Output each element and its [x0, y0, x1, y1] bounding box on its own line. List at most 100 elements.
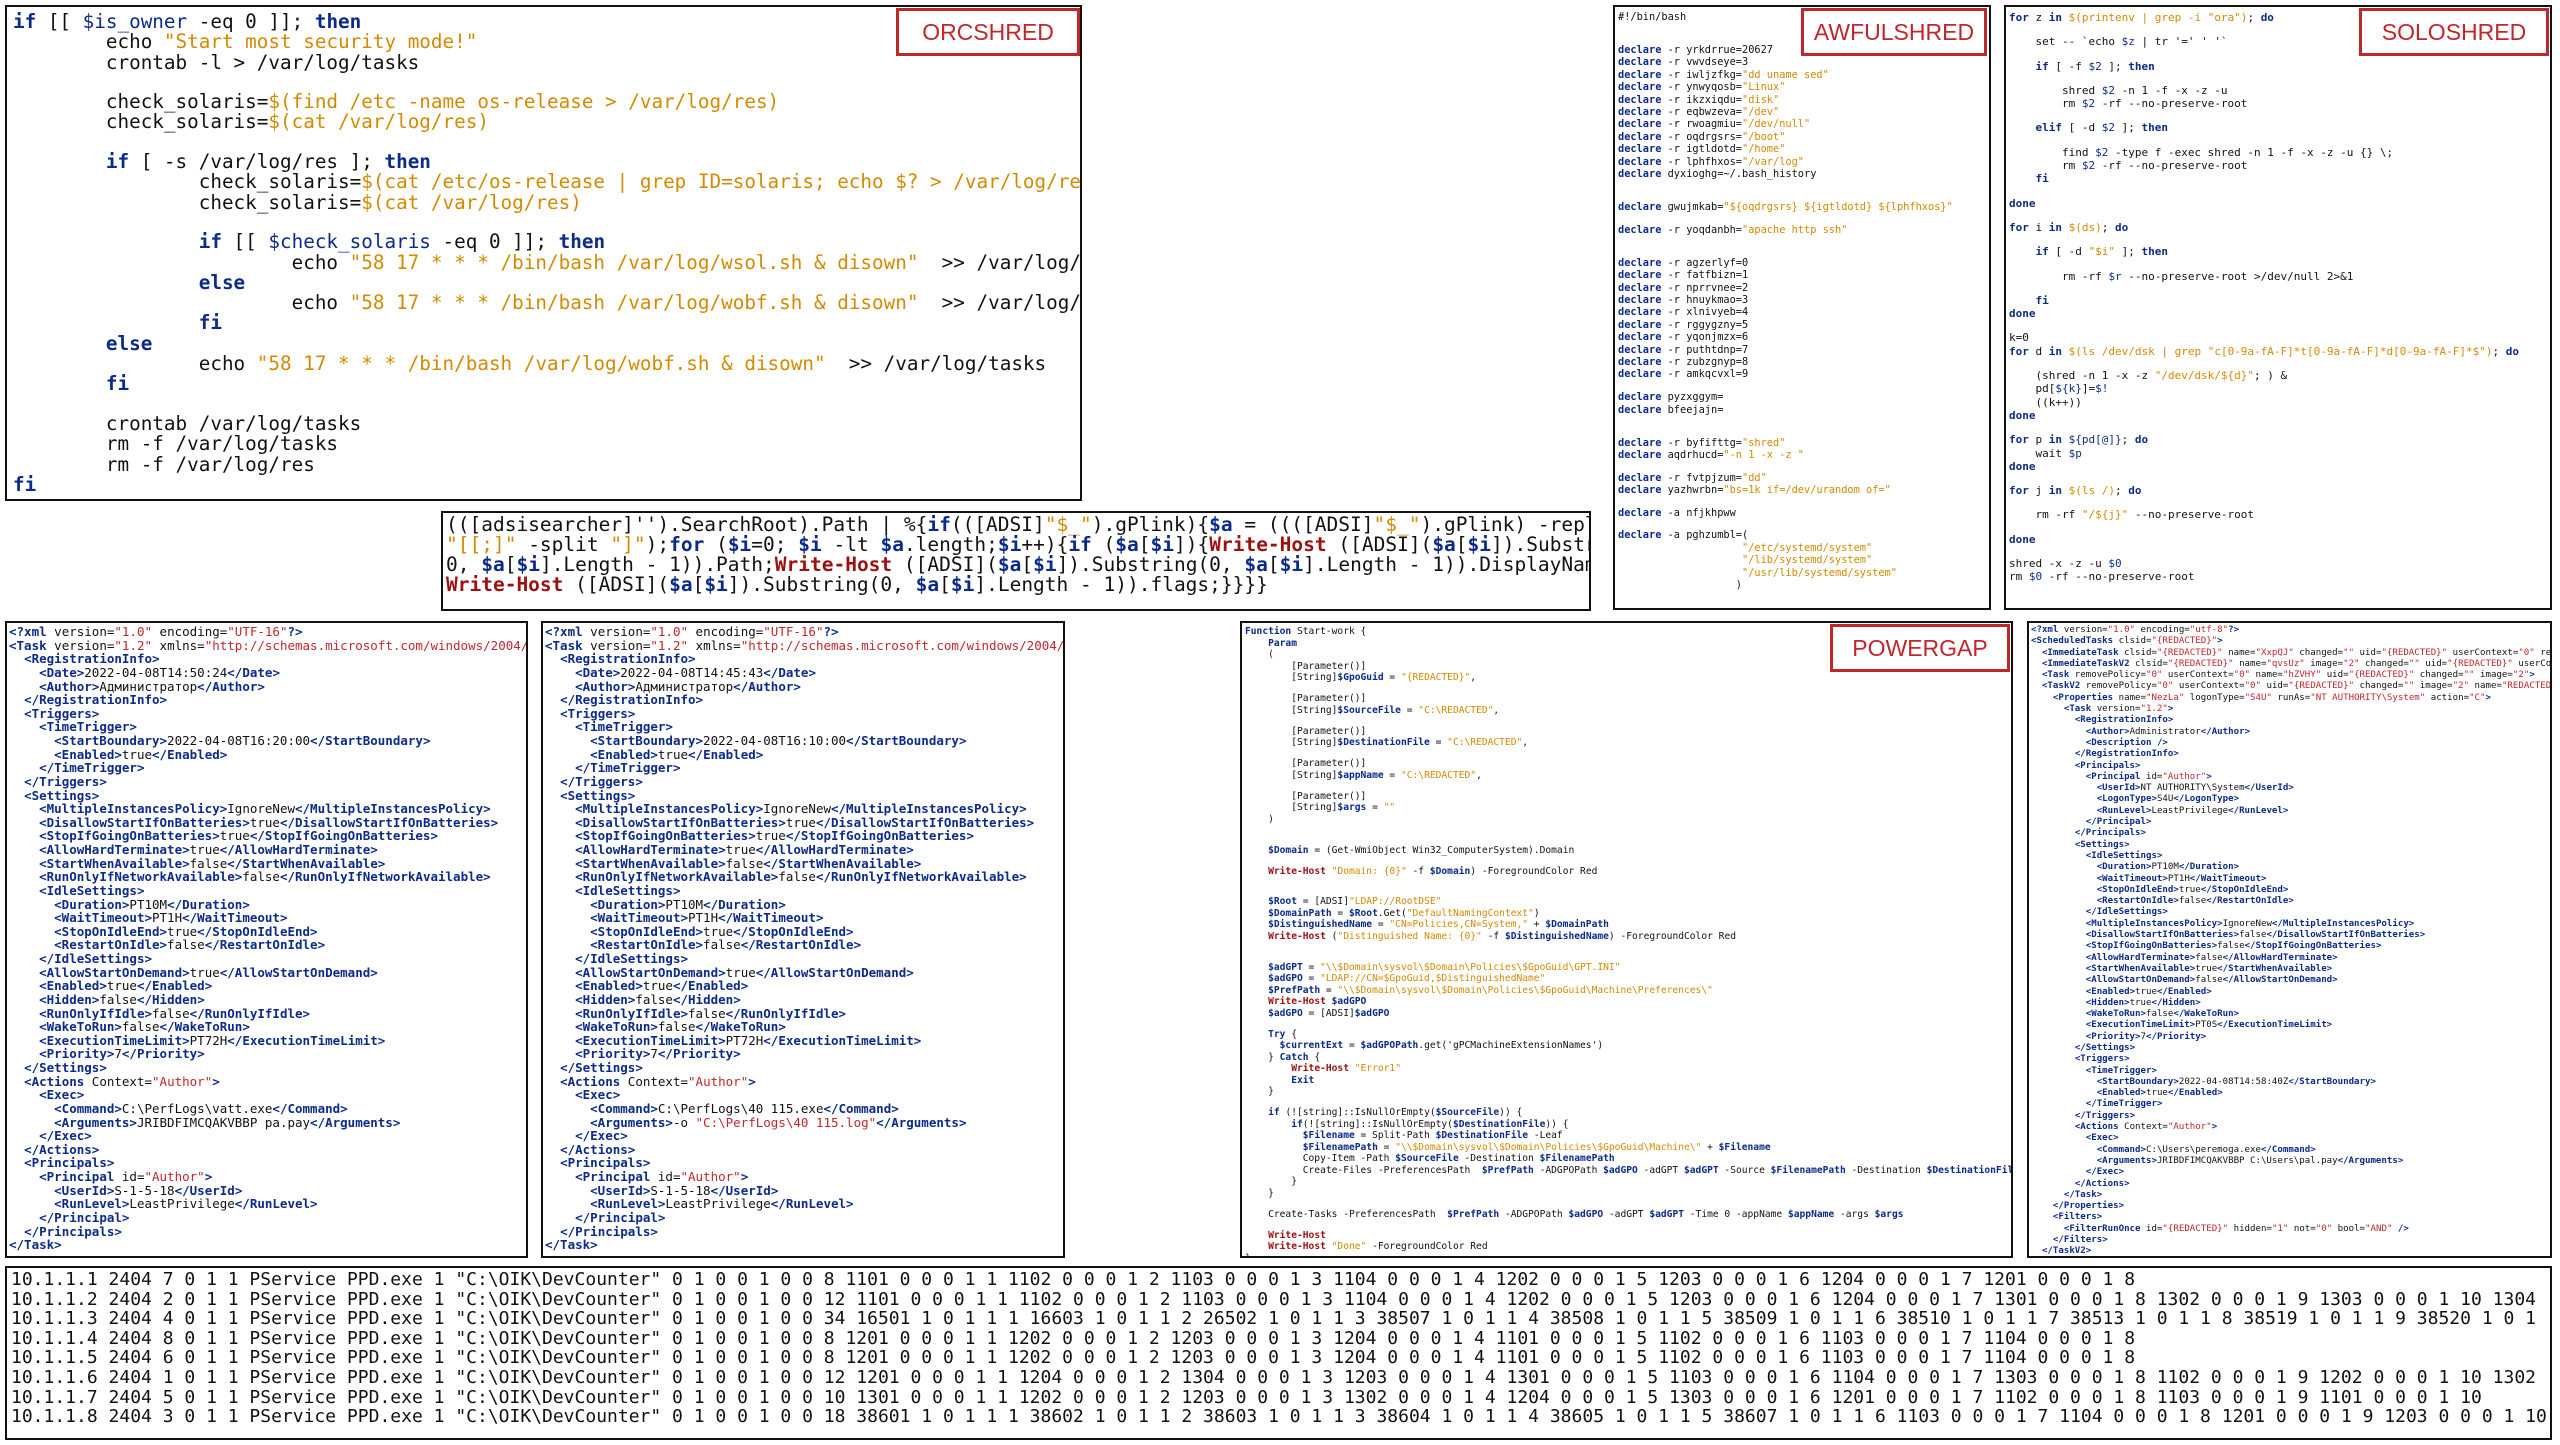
code-line: </Settings> — [560, 1060, 643, 1075]
code-line — [2009, 186, 2547, 197]
code-line: declare pyzxggym= — [1618, 391, 1724, 404]
code-line: done — [2009, 196, 2036, 210]
code-line: } Catch { — [1245, 1051, 1321, 1063]
code-line: $currentExt = $adGPOPath.get('gPCMachine… — [1279, 1040, 1604, 1052]
code-line: fi — [13, 472, 37, 496]
code-line: } — [1245, 1086, 1274, 1098]
powergap-code: Function Start-work { Param ( [Parameter… — [1242, 623, 2011, 1256]
code-line: <StartWhenAvailable>true</StartWhenAvail… — [2085, 963, 2333, 974]
code-line: </Exec> — [2085, 1167, 2125, 1178]
code-line: <StopOnIdleEnd>true</StopOnIdleEnd> — [54, 923, 318, 939]
code-line: <Command>C:\Users\peremoga.exe</Command> — [2096, 1144, 2316, 1155]
code-line: declare -r yqonjmzx=6 — [1618, 331, 1749, 344]
code-line: <StopIfGoingOnBatteries>false</StopIfGoi… — [2085, 941, 2382, 952]
code-line: Write-Host $adGPO — [1268, 996, 1367, 1008]
code-line: [String]$DestinationFile = "C:\REDACTED"… — [1245, 737, 1529, 749]
code-line: <Enabled>true</Enabled> — [39, 978, 213, 994]
code-line: <AllowStartOnDemand>false</AllowStartOnD… — [2085, 975, 2338, 986]
code-line: 10.1.1.5 2404 6 0 1 1 PService PPD.exe 1… — [11, 1347, 2136, 1369]
code-line: </Triggers> — [24, 773, 107, 789]
code-line: <AllowStartOnDemand>true</AllowStartOnDe… — [575, 964, 914, 980]
code-line: </Principal> — [2085, 817, 2152, 828]
code-line: </Principals> — [2074, 828, 2146, 839]
code-line: echo "58 17 * * * /bin/bash /var/log/wob… — [13, 291, 1081, 315]
code-line: 10.1.1.8 2404 3 0 1 1 PService PPD.exe 1… — [11, 1406, 2547, 1428]
code-line: ((k++)) — [2009, 395, 2082, 409]
code-line — [2009, 473, 2547, 484]
code-line: <Duration>PT10M</Duration> — [2096, 862, 2240, 873]
code-line: <Priority>7</Priority> — [2085, 1031, 2207, 1042]
code-line: <TimeTrigger> — [2085, 1065, 2157, 1076]
code-line: <Principal id="Author"> — [39, 1169, 213, 1184]
code-line: <Priority>7</Priority> — [575, 1046, 741, 1062]
code-line — [1245, 1220, 2008, 1230]
code-line — [1245, 1199, 2008, 1209]
code-line: <Settings> — [560, 787, 636, 803]
code-line: declare -r fatfbizn=1 — [1618, 269, 1749, 282]
code-line: rm $2 -rf --no-preserve-root — [2009, 97, 2248, 111]
code-line: <Triggers> — [24, 705, 100, 721]
code-line: elif [ -d $2 ]; then — [2035, 121, 2169, 135]
code-line: </TimeTrigger> — [39, 760, 145, 776]
code-line: declare -r agzerlyf=0 — [1618, 256, 1749, 269]
code-line: <?xml version="1.0" encoding="UTF-16"?> — [9, 624, 303, 639]
code-line: declare -r lphfhxos="/var/log" — [1618, 155, 1804, 168]
code-line: declare -r nprrvnee=2 — [1618, 281, 1749, 294]
code-line: <Hidden>false</Hidden> — [39, 991, 205, 1007]
code-line: shred -x -z -u $0 — [2009, 557, 2122, 571]
code-line: [Parameter()] — [1245, 693, 1367, 705]
code-line: <IdleSettings> — [39, 882, 145, 898]
code-line — [1245, 749, 2008, 759]
code-line: declare -r vwvdseye=3 — [1618, 56, 1749, 69]
code-line: Try { — [1268, 1028, 1297, 1040]
code-line: declare -r puthtdnp=7 — [1618, 343, 1749, 356]
code-line: Create-Tasks -PreferencesPath $PrefPath … — [1245, 1208, 1904, 1220]
code-line: Write-Host "Done" -ForegroundColor Red — [1268, 1241, 1488, 1253]
gpo-scheduled-tasks-xml: <?xml version="1.0" encoding="utf-8"?><S… — [2029, 623, 2550, 1257]
code-line: rm -rf $r --no-preserve-root >/dev/null … — [2009, 269, 2354, 283]
code-line: if [[ $check_solaris -eq 0 ]]; then — [198, 230, 606, 254]
code-line — [1618, 246, 1986, 256]
code-line: <Enabled>true</Enabled> — [575, 978, 749, 994]
code-line: rm $2 -rf --no-preserve-root — [2009, 159, 2248, 173]
code-line: </Settings> — [24, 1060, 107, 1075]
code-line: <RestartOnIdle>false</RestartOnIdle> — [2096, 896, 2294, 907]
code-line: <DisallowStartIfOnBatteries>false</Disal… — [2085, 930, 2426, 941]
code-line: <Exec> — [39, 1087, 85, 1103]
code-line: <AllowStartOnDemand>true</AllowStartOnDe… — [39, 964, 378, 980]
code-line: <MultipleInstancesPolicy>IgnoreNew</Mult… — [575, 801, 1027, 817]
code-line: <StopOnIdleEnd>true</StopOnIdleEnd> — [2096, 884, 2289, 895]
code-line: <RegistrationInfo> — [560, 651, 696, 667]
code-line: </Filters> — [2052, 1235, 2108, 1246]
code-line: Write-Host — [1268, 1229, 1326, 1241]
code-line: </IdleSettings> — [2085, 907, 2168, 918]
code-line: [Parameter()] — [1245, 660, 1367, 672]
code-line: </RegistrationInfo> — [2074, 749, 2179, 760]
code-line: declare -a nfjkhpww — [1618, 506, 1736, 519]
code-line: <Principals> — [2074, 760, 2141, 771]
code-line — [2009, 234, 2547, 245]
code-line: declare -r igtldotd="/home" — [1618, 143, 1786, 156]
code-line: for z in $(printenv | grep -i "ora"); do — [2009, 11, 2274, 24]
code-line: <StopOnIdleEnd>true</StopOnIdleEnd> — [590, 923, 854, 939]
code-line: <Actions Context="Author"> — [24, 1073, 220, 1089]
code-line: else — [198, 270, 246, 294]
code-line: <Task version="1.2" xmlns="http://schema… — [545, 637, 1065, 653]
code-line: echo "58 17 * * * /bin/bash /var/log/wso… — [13, 250, 1081, 274]
code-line: done — [2009, 532, 2036, 546]
code-line: <RunLevel>LeastPrivilege</RunLevel> — [2096, 805, 2289, 816]
code-line: <StopIfGoingOnBatteries>true</StopIfGoin… — [39, 828, 438, 844]
code-line: if [ -f $2 ]; then — [2035, 59, 2155, 73]
code-line: <Task version="1.2"> — [2063, 704, 2174, 715]
code-line: $DistinguishedName = "CN=Policies,CN=Sys… — [1268, 919, 1609, 931]
code-line — [1618, 191, 1986, 201]
code-line: <Command>C:\PerfLogs\40 115.exe</Command… — [590, 1100, 899, 1116]
code-line: fi — [2035, 293, 2049, 307]
code-line: declare -r iwljzfkg="dd uname sed" — [1618, 68, 1829, 81]
code-line: declare -r yoqdanbh="apache http ssh" — [1618, 223, 1848, 236]
code-line: <WaitTimeout>PT1H</WaitTimeout> — [2096, 873, 2267, 884]
code-line — [1245, 952, 2008, 962]
powergap-label: POWERGAP — [1830, 624, 2010, 672]
code-line: </TaskV2> — [2041, 1246, 2092, 1257]
code-line: <Duration>PT10M</Duration> — [54, 896, 250, 912]
